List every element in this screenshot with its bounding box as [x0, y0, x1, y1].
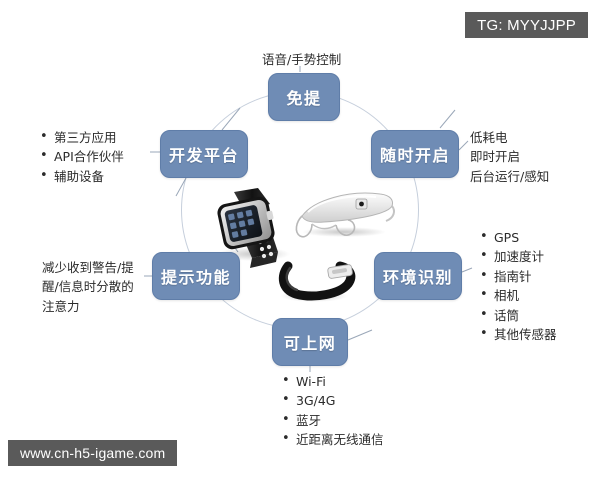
- annotation-always-on: 低耗电 即时开启 后台运行/感知: [470, 128, 549, 186]
- smart-glasses-illustration: [295, 192, 395, 238]
- annotation-notification: 减少收到警告/提醒/信息时分散的注意力: [42, 258, 146, 316]
- list-item: 蓝牙: [282, 410, 384, 431]
- list-item: API合作伙伴: [40, 146, 124, 167]
- annotation-notification-text: 减少收到警告/提醒/信息时分散的注意力: [42, 260, 134, 314]
- list-item: 相机: [480, 285, 557, 306]
- list-item: GPS: [480, 227, 557, 248]
- list-item: 第三方应用: [40, 127, 124, 148]
- node-context-awareness[interactable]: 环境识别: [374, 252, 462, 300]
- list-item: 指南针: [480, 266, 557, 287]
- annotation-dev-platform-list: 第三方应用 API合作伙伴 辅助设备: [36, 127, 124, 187]
- annotation-dev-platform: 第三方应用 API合作伙伴 辅助设备: [36, 127, 124, 187]
- annotation-voice-gesture: 语音/手势控制: [262, 50, 341, 69]
- annotation-voice-gesture-text: 语音/手势控制: [262, 52, 342, 67]
- annotation-network-list: Wi-Fi 3G/4G 蓝牙 近距离无线通信: [278, 371, 384, 450]
- fitness-band-illustration: [278, 261, 356, 302]
- annotation-line: 低耗电: [470, 130, 508, 145]
- leader-internet-2: [347, 329, 373, 341]
- node-internet-access[interactable]: 可上网: [272, 318, 348, 366]
- node-hands-free[interactable]: 免提: [268, 73, 340, 121]
- list-item: 近距离无线通信: [282, 429, 383, 450]
- list-item: 3G/4G: [282, 390, 384, 411]
- annotation-sensors: GPS 加速度计 指南针 相机 话筒 其他传感器: [476, 227, 557, 345]
- node-always-on[interactable]: 随时开启: [371, 130, 459, 178]
- watermark-top-right: TG: MYYJJPP: [465, 12, 588, 38]
- list-item: 其他传感器: [480, 324, 556, 345]
- annotation-network: Wi-Fi 3G/4G 蓝牙 近距离无线通信: [278, 371, 384, 450]
- annotation-line: 后台运行/感知: [470, 168, 550, 184]
- list-item: 辅助设备: [40, 166, 124, 187]
- annotation-line: 即时开启: [470, 149, 521, 165]
- watermark-bottom-left: www.cn-h5-igame.com: [8, 440, 178, 466]
- list-item: Wi-Fi: [282, 371, 384, 392]
- list-item: 加速度计: [480, 246, 557, 267]
- node-notification[interactable]: 提示功能: [152, 252, 240, 300]
- leader-power-2: [439, 109, 456, 129]
- leader-sensors: [461, 267, 473, 273]
- annotation-sensors-list: GPS 加速度计 指南针 相机 话筒 其他传感器: [476, 227, 557, 345]
- leader-power: [458, 140, 469, 151]
- list-item: 话筒: [480, 304, 557, 325]
- node-dev-platform[interactable]: 开发平台: [160, 130, 248, 178]
